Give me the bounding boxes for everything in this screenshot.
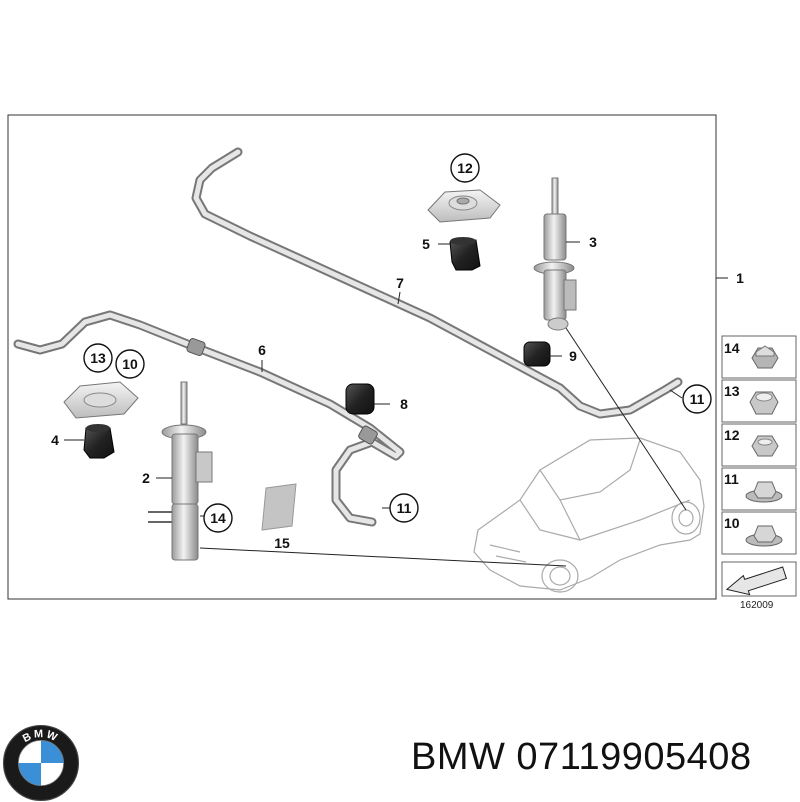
bmw-logo: BMW <box>2 724 80 802</box>
callout-11-rear: 11 <box>682 384 712 414</box>
drawing-id: 162009 <box>740 600 774 611</box>
callout-1: 1 <box>736 270 744 286</box>
callout-9: 9 <box>569 348 577 364</box>
svg-text:10: 10 <box>122 356 138 372</box>
callout-12: 13 <box>83 343 113 373</box>
callout-2: 2 <box>142 470 150 486</box>
callout-14: 14 <box>203 503 233 533</box>
arrow-icon <box>725 566 788 596</box>
svg-text:13: 13 <box>90 350 106 366</box>
nut-icon <box>751 345 779 369</box>
callout-13: 12 <box>450 153 480 183</box>
part-number-caption: BMW 07119905408 <box>411 736 752 778</box>
callout-5: 5 <box>422 236 430 252</box>
diagram-frame <box>7 114 717 600</box>
callout-10: 10 <box>115 349 145 379</box>
stabilizer-bushing-rear <box>523 341 551 367</box>
callout-8: 8 <box>400 396 408 412</box>
rear-stabilizer-bar <box>191 147 683 419</box>
callout-4: 4 <box>51 432 59 448</box>
hardware-column: 14 13 12 11 10 <box>721 335 797 597</box>
svg-text:14: 14 <box>724 340 740 356</box>
nut-icon <box>749 391 779 415</box>
svg-text:10: 10 <box>724 515 740 531</box>
strut-mount-plate <box>427 189 501 223</box>
flange-nut-icon <box>745 481 783 503</box>
svg-text:12: 12 <box>724 427 740 443</box>
front-bump-stop <box>83 424 115 459</box>
svg-text:11: 11 <box>724 471 739 487</box>
svg-text:12: 12 <box>457 160 473 176</box>
stabilizer-bushing-front <box>345 383 375 415</box>
callout-11-front: 11 <box>389 493 419 523</box>
bump-stop <box>449 237 481 271</box>
front-strut-mount-plate <box>63 381 139 419</box>
car-outline <box>473 437 705 593</box>
svg-text:11: 11 <box>690 391 705 407</box>
svg-text:BMW: BMW <box>21 728 61 745</box>
callout-6: 6 <box>258 342 266 358</box>
flange-nut-icon <box>745 525 783 547</box>
svg-text:14: 14 <box>210 510 226 526</box>
shock-absorber <box>533 177 577 331</box>
callout-15: 15 <box>274 535 290 551</box>
label-sheet <box>261 483 297 531</box>
leader-lines <box>64 241 728 567</box>
front-strut <box>148 381 213 561</box>
svg-text:11: 11 <box>397 500 412 516</box>
callout-7: 7 <box>396 275 404 291</box>
callout-3: 3 <box>589 234 597 250</box>
svg-text:13: 13 <box>724 383 740 399</box>
nut-icon <box>751 435 779 457</box>
front-stabilizer-bar <box>13 310 405 527</box>
